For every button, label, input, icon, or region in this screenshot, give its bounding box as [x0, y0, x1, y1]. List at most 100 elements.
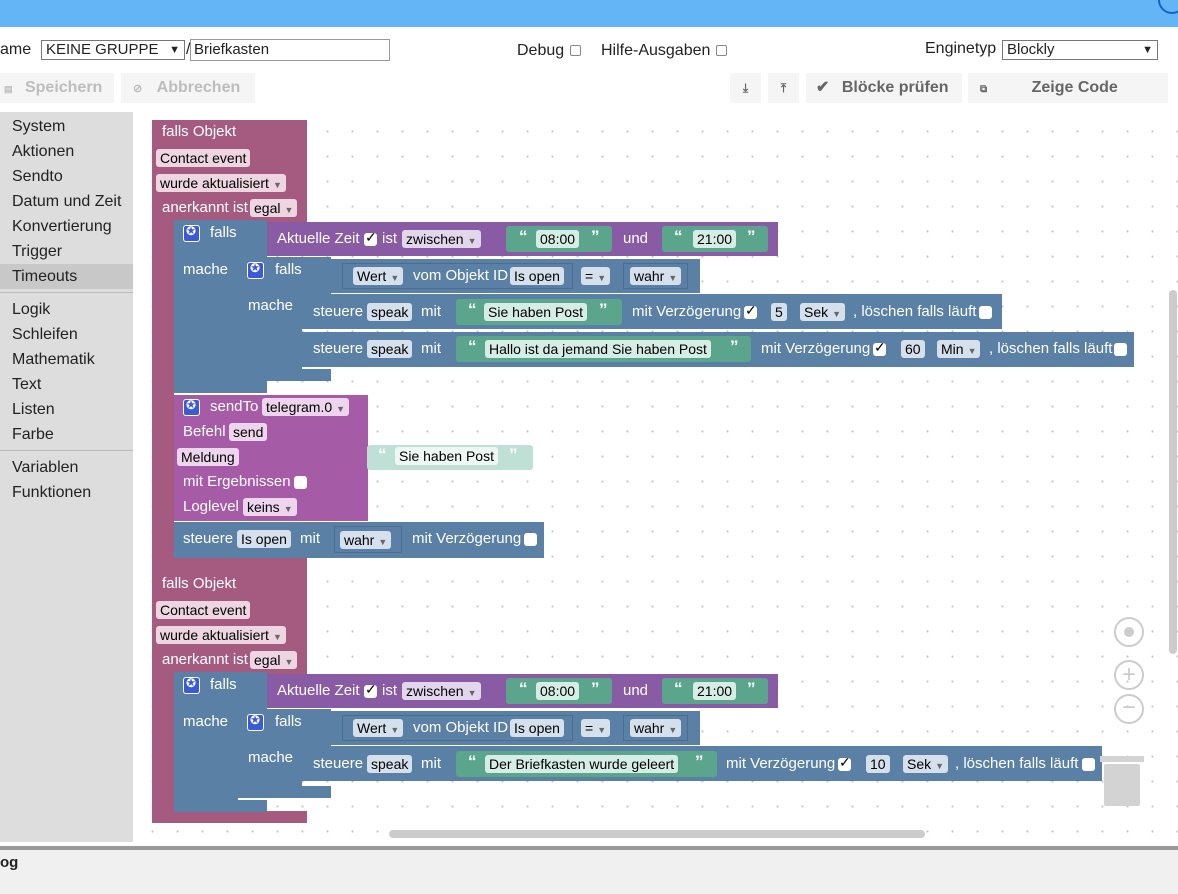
text-field[interactable]: Der Briefkasten wurde geleert — [485, 755, 679, 773]
unit-dropdown[interactable]: Sek▼ — [903, 755, 949, 773]
clear-running-checkbox[interactable] — [1082, 758, 1095, 771]
delay-field[interactable]: 5 — [771, 303, 787, 321]
gear-icon[interactable] — [247, 713, 264, 731]
telegram-text-field[interactable]: Sie haben Post — [395, 447, 498, 465]
target-field[interactable]: speak — [367, 755, 413, 773]
mit-label: mit — [421, 340, 441, 357]
param-name-field[interactable]: Meldung — [177, 448, 239, 466]
ack-value: egal — [254, 652, 281, 668]
gear-icon[interactable] — [183, 676, 200, 694]
category-datum-und-zeit[interactable]: Datum und Zeit — [12, 193, 122, 210]
dropdown-arrow-icon: ▼ — [832, 309, 842, 319]
delay-checkbox[interactable] — [744, 302, 757, 319]
category-schleifen[interactable]: Schleifen — [12, 326, 78, 343]
engine-type-select[interactable]: Blockly ▼ — [1002, 40, 1158, 60]
time-from-field[interactable]: 08:00 — [536, 230, 580, 248]
category-logik[interactable]: Logik — [12, 301, 51, 318]
export-icon[interactable]: ⤓ — [730, 73, 761, 103]
delay-checkbox[interactable] — [524, 533, 537, 546]
cancel-button[interactable]: ⊘ Abbrechen — [121, 73, 255, 103]
time-to-field[interactable]: 21:00 — [693, 682, 737, 700]
bool-dropdown[interactable]: wahr▼ — [630, 267, 682, 285]
show-code-button[interactable]: ⧉ Zeige Code — [968, 73, 1168, 103]
trash-icon[interactable] — [1100, 756, 1144, 806]
delay-checkbox[interactable] — [838, 754, 851, 771]
time-to-field[interactable]: 21:00 — [693, 230, 737, 248]
category-sendto[interactable]: Sendto — [12, 168, 63, 185]
steuere-label: steuere — [313, 755, 364, 772]
recenter-icon[interactable] — [1114, 617, 1144, 647]
zwischen-dropdown[interactable]: zwischen▼ — [402, 230, 481, 248]
ack-dropdown[interactable]: egal▼ — [250, 199, 298, 217]
category-variablen[interactable]: Variablen — [12, 459, 79, 476]
category-farbe[interactable]: Farbe — [12, 426, 54, 443]
zwischen-dropdown[interactable]: zwischen▼ — [402, 682, 481, 700]
control-block[interactable] — [302, 294, 1002, 329]
trigger-mode-dropdown[interactable]: wurde aktualisiert▼ — [156, 174, 286, 192]
debug-checkbox[interactable] — [570, 45, 581, 56]
vertical-scrollbar[interactable] — [1169, 290, 1177, 654]
category-text[interactable]: Text — [12, 376, 42, 393]
group-select[interactable]: KEINE GRUPPE ▼ — [41, 40, 185, 60]
loglevel-dropdown[interactable]: keins▼ — [243, 498, 297, 516]
horizontal-scrollbar[interactable] — [389, 830, 925, 838]
clear-running-checkbox[interactable] — [979, 306, 992, 319]
mit-label: mit — [421, 303, 441, 320]
target-field[interactable]: Is open — [237, 530, 291, 548]
text-field[interactable]: Sie haben Post — [484, 303, 587, 321]
target-field[interactable]: speak — [367, 303, 413, 321]
object-id-field[interactable]: Contact event — [156, 601, 251, 619]
ack-dropdown[interactable]: egal▼ — [250, 651, 298, 669]
time-checkbox[interactable] — [364, 229, 377, 246]
quote-open-icon: “ — [519, 227, 528, 246]
mit-label: mit — [300, 530, 320, 547]
category-listen[interactable]: Listen — [12, 401, 55, 418]
category-aktionen[interactable]: Aktionen — [12, 143, 75, 160]
help-output-checkbox[interactable] — [716, 45, 727, 56]
bool-value: wahr — [634, 268, 665, 284]
trigger-mode-dropdown[interactable]: wurde aktualisiert▼ — [156, 626, 286, 644]
object-id-field[interactable]: Is open — [510, 719, 564, 737]
category-mathematik[interactable]: Mathematik — [12, 351, 95, 368]
results-checkbox[interactable] — [294, 476, 307, 489]
check-blocks-button[interactable]: ✔ Blöcke prüfen — [806, 73, 962, 103]
category-timeouts[interactable]: Timeouts — [12, 268, 78, 285]
target-field[interactable]: speak — [367, 340, 413, 358]
zoom-in-icon[interactable]: + — [1114, 660, 1144, 690]
unit-dropdown[interactable]: Sek▼ — [800, 303, 846, 321]
command-field[interactable]: send — [229, 423, 268, 441]
operator-dropdown[interactable]: =▼ — [581, 267, 611, 285]
import-icon[interactable]: ⤒ — [768, 73, 799, 103]
category-funktionen[interactable]: Funktionen — [12, 484, 92, 501]
bool-dropdown[interactable]: wahr▼ — [340, 531, 392, 549]
help-circle-icon[interactable] — [1158, 0, 1178, 14]
operator-dropdown[interactable]: =▼ — [581, 719, 611, 737]
save-button[interactable]: ▤ Speichern — [0, 73, 114, 103]
gear-icon[interactable] — [183, 398, 200, 416]
value-type-dropdown[interactable]: Wert▼ — [353, 267, 404, 285]
gear-icon[interactable] — [247, 261, 264, 279]
trigger-block-bottom — [152, 811, 307, 823]
unit-dropdown[interactable]: Min▼ — [937, 340, 981, 358]
object-id-field[interactable]: Contact event — [156, 149, 251, 167]
panel-divider[interactable] — [0, 846, 1178, 850]
category-system[interactable]: System — [12, 118, 66, 135]
delay-field[interactable]: 60 — [901, 340, 925, 358]
blockly-workspace[interactable]: falls Objekt Contact event wurde aktuali… — [133, 112, 1178, 842]
adapter-dropdown[interactable]: telegram.0▼ — [262, 398, 350, 416]
bool-dropdown[interactable]: wahr▼ — [630, 719, 682, 737]
vom-objekt-id-label: vom Objekt ID — [413, 719, 509, 736]
category-konvertierung[interactable]: Konvertierung — [12, 218, 112, 235]
zoom-out-icon[interactable]: − — [1114, 694, 1144, 724]
delay-field[interactable]: 10 — [866, 755, 890, 773]
value-type-dropdown[interactable]: Wert▼ — [353, 719, 404, 737]
time-from-field[interactable]: 08:00 — [536, 682, 580, 700]
clear-running-checkbox[interactable] — [1114, 343, 1127, 356]
time-checkbox[interactable] — [364, 681, 377, 698]
gear-icon[interactable] — [183, 224, 200, 242]
text-field[interactable]: Hallo ist da jemand Sie haben Post — [485, 340, 711, 358]
object-id-field[interactable]: Is open — [510, 267, 564, 285]
category-trigger[interactable]: Trigger — [12, 243, 63, 260]
delay-checkbox[interactable] — [873, 339, 886, 356]
script-name-input[interactable]: Briefkasten — [190, 39, 390, 61]
